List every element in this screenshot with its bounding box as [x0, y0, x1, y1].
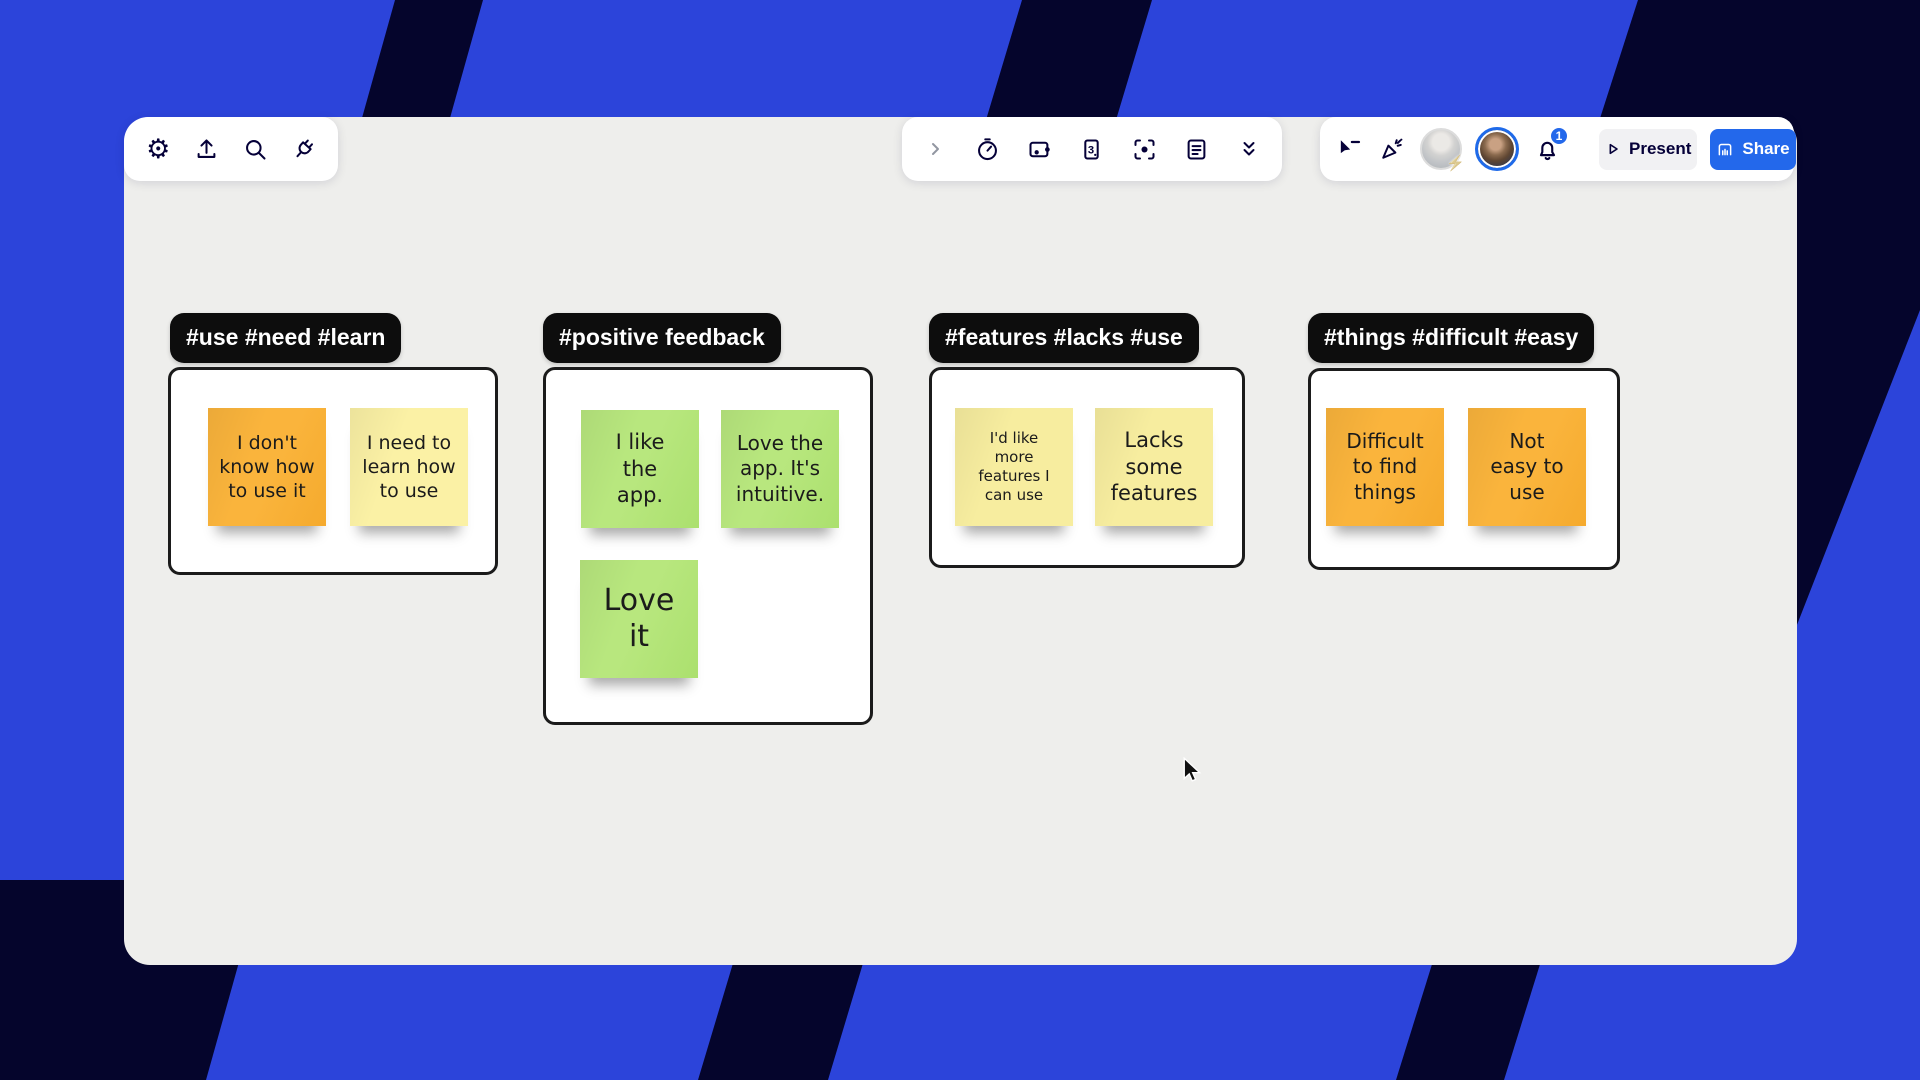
play-icon — [1609, 143, 1618, 155]
board-share-icon — [1719, 143, 1732, 156]
notification-bell-icon — [1539, 141, 1555, 160]
present-label: Present — [1629, 139, 1692, 158]
collapse-double-chevron-icon[interactable] — [1234, 134, 1264, 164]
sticky-note[interactable]: I'd like more features I can use — [955, 408, 1073, 526]
sticky-note[interactable]: Not easy to use — [1468, 408, 1586, 526]
apps-plug-icon[interactable] — [289, 134, 319, 164]
settings-gear-icon[interactable]: ⚙ — [146, 133, 171, 165]
share-button[interactable]: Share — [1710, 128, 1796, 170]
tag-label[interactable]: #use #need #learn — [170, 313, 402, 363]
group-frame[interactable]: I like the app. Love the app. It's intui… — [543, 367, 873, 725]
sticky-note-text: Not easy to use — [1490, 428, 1564, 504]
mouse-cursor — [1182, 756, 1204, 792]
share-label: Share — [1742, 139, 1790, 158]
group-frame[interactable]: I'd like more features I can use Lacks s… — [929, 367, 1245, 568]
sticky-note[interactable]: Lacks some features — [1095, 408, 1213, 526]
timer-icon[interactable] — [972, 134, 1002, 164]
talktrack-frame-icon[interactable] — [1025, 134, 1055, 164]
export-upload-icon[interactable] — [192, 134, 222, 164]
sticky-note-text: I'd like more features I can use — [978, 428, 1050, 505]
sticky-note[interactable]: Love it — [580, 560, 698, 678]
collaborator-cursor-icon[interactable] — [1334, 134, 1364, 164]
sticky-note-text: Love it — [603, 583, 675, 654]
sticky-note[interactable]: Difficult to find things — [1326, 408, 1444, 526]
notes-doc-icon[interactable] — [1182, 134, 1212, 164]
notifications-button[interactable]: 1 — [1532, 126, 1569, 164]
board-canvas[interactable]: #use #need #learn I don't know how to us… — [124, 117, 1797, 965]
spotlight-icon[interactable] — [1129, 134, 1159, 164]
sticky-note[interactable]: I need to learn how to use — [350, 408, 468, 526]
sticky-note[interactable]: Love the app. It's intuitive. — [721, 410, 839, 528]
sticky-note-text: I like the app. — [615, 429, 665, 508]
present-button[interactable]: Present — [1599, 128, 1698, 170]
toolbar-center: 3 — [902, 117, 1282, 181]
estimation-number: 3 — [1088, 144, 1094, 156]
expand-chevron-icon[interactable] — [920, 134, 950, 164]
group-frame[interactable]: Difficult to find things Not easy to use — [1308, 368, 1620, 570]
sticky-note-text: Lacks some features — [1110, 427, 1198, 506]
collaborator-avatar-active[interactable] — [1475, 127, 1519, 171]
lightning-badge-icon: ⚡ — [1446, 155, 1465, 172]
sticky-note-text: I don't know how to use it — [219, 431, 315, 503]
sticky-note[interactable]: I don't know how to use it — [208, 408, 326, 526]
toolbar-right: ⚡ 1 Present Share — [1320, 117, 1796, 181]
search-icon[interactable] — [240, 134, 270, 164]
group-frame[interactable]: I don't know how to use it I need to lea… — [168, 367, 498, 575]
sticky-note-text: Love the app. It's intuitive. — [735, 430, 825, 506]
estimation-card-icon[interactable]: 3 — [1077, 134, 1107, 164]
sticky-note[interactable]: I like the app. — [581, 410, 699, 528]
notification-badge: 1 — [1549, 126, 1569, 146]
sticky-note-text: I need to learn how to use — [362, 431, 456, 503]
sticky-note-text: Difficult to find things — [1346, 428, 1424, 504]
toolbar-left: ⚙ — [124, 117, 338, 181]
collaborator-avatar-offline[interactable]: ⚡ — [1420, 128, 1465, 172]
tag-label[interactable]: #positive feedback — [543, 313, 781, 363]
reactions-wand-icon[interactable] — [1377, 134, 1407, 164]
tag-label[interactable]: #features #lacks #use — [929, 313, 1199, 363]
tag-label[interactable]: #things #difficult #easy — [1308, 313, 1595, 363]
